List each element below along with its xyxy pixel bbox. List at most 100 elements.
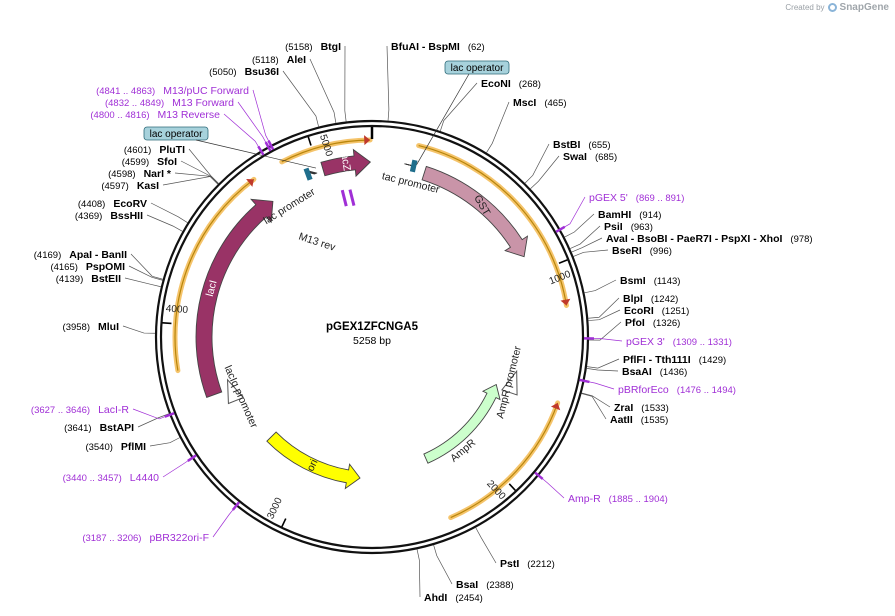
site-label: (4369)BssHII [75, 210, 143, 222]
site-alei[interactable]: (5118)AleI [252, 54, 306, 66]
feature-laci[interactable]: lacI [195, 198, 274, 399]
position-text: (1533) [641, 403, 668, 414]
site-bsshii[interactable]: (4369)BssHII [75, 210, 143, 222]
lac-operator-label[interactable]: lac operator [416, 60, 510, 165]
site-mlui[interactable]: (3958)MluI [63, 321, 120, 333]
site-bamhi[interactable]: BamHI(914) [598, 209, 661, 221]
primer-pgex-5[interactable]: pGEX 5'(869 .. 891) [589, 192, 684, 204]
orange-arc-arrowhead-0 [364, 135, 371, 146]
operator-text: lac operator [451, 63, 504, 74]
site-pfoi[interactable]: PfoI(1326) [625, 317, 680, 329]
position-text: (4169) [34, 250, 61, 261]
site-ahdi[interactable]: AhdI(2454) [424, 592, 483, 604]
site-bseri[interactable]: BseRI(996) [612, 245, 672, 257]
site-swai[interactable]: SwaI(685) [563, 151, 617, 163]
leader-line [569, 225, 601, 249]
leader-line [586, 368, 619, 372]
primer-pbr322ori-f[interactable]: (3187 .. 3206)pBR322ori-F [82, 532, 209, 544]
plasmid-backbone [154, 119, 590, 555]
leader-line [584, 279, 617, 294]
feature-lacz[interactable]: lacZα [320, 148, 372, 178]
site-label: BseRI(996) [612, 245, 672, 257]
primer-m13-puc-forward[interactable]: (4841 .. 4863)M13/pUC Forward [96, 85, 249, 97]
primer-m13-reverse[interactable]: (4800 .. 4816)M13 Reverse [90, 109, 220, 121]
lac-operator-label[interactable]: lac operator [143, 126, 317, 169]
leader-line [588, 321, 622, 341]
leader-line [581, 392, 611, 408]
name-text: BstAPI [100, 422, 135, 434]
feature-laciq-promoter[interactable]: lacIq promoter [222, 364, 260, 431]
primer-mark [264, 141, 272, 152]
site-avai-bsobi-paer7i-pspxi-xhoi[interactable]: AvaI - BsoBI - PaeR7I - PspXI - XhoI(978… [606, 233, 813, 245]
primer-pbrforeco[interactable]: pBRforEco(1476 .. 1494) [618, 384, 736, 396]
site-nari[interactable]: (4598)NarI * [108, 168, 172, 180]
primer-mark [187, 454, 197, 462]
site-bsmi[interactable]: BsmI(1143) [620, 275, 680, 287]
m13-rev-primer-mark [348, 189, 356, 207]
feature-ori[interactable]: ori [266, 431, 361, 490]
site-ecorv[interactable]: (4408)EcoRV [78, 198, 147, 210]
name-text: MscI [513, 97, 536, 109]
site-pspomi[interactable]: (4165)PspOMI [50, 261, 125, 273]
site-zrai[interactable]: ZraI(1533) [614, 402, 669, 414]
primer-pgex-3[interactable]: pGEX 3'(1309 .. 1331) [626, 336, 732, 348]
site-bstbi[interactable]: BstBI(655) [553, 139, 611, 151]
backbone-outer-ring [154, 119, 590, 555]
site-msci[interactable]: MscI(465) [513, 97, 567, 109]
name-text: AvaI - BsoBI - PaeR7I - PspXI - XhoI [606, 233, 782, 245]
primer-m13-forward[interactable]: (4832 .. 4849)M13 Forward [105, 97, 234, 109]
site-pflmi[interactable]: (3540)PflMI [85, 441, 146, 453]
site-apai-banii[interactable]: (4169)ApaI - BanII [34, 249, 127, 261]
site-kasi[interactable]: (4597)KasI [101, 180, 159, 192]
name-text: pGEX 3' [626, 336, 665, 348]
name-text: PstI [500, 558, 519, 570]
site-bsu36i[interactable]: (5050)Bsu36I [209, 66, 279, 78]
site-psti[interactable]: PstI(2212) [500, 558, 555, 570]
name-text: AleI [287, 54, 306, 66]
primer-l4440[interactable]: (3440 .. 3457)L4440 [63, 472, 160, 484]
leader-line [174, 172, 219, 185]
primer-label: (4832 .. 4849)M13 Forward [105, 97, 234, 109]
feature-ampr[interactable]: AmpR [423, 383, 501, 465]
site-bsteii[interactable]: (4139)BstEII [56, 273, 121, 285]
primer-mark [231, 501, 241, 511]
name-text: BtgI [321, 41, 341, 53]
feature-ampr-promoter[interactable]: AmpR promoter [494, 344, 524, 419]
site-btgi[interactable]: (5158)BtgI [285, 41, 341, 53]
position-text: (4800 .. 4816) [90, 110, 149, 121]
orange-arc-arrowhead-2 [550, 402, 561, 411]
primer-amp-r[interactable]: Amp-R(1885 .. 1904) [568, 493, 668, 505]
primer-mark [257, 145, 265, 156]
site-bfuai-bspmi[interactable]: BfuAI - BspMI(62) [391, 41, 485, 53]
leader-line [416, 549, 421, 598]
site-sfoi[interactable]: (4599)SfoI [122, 156, 177, 168]
snapgene-logo-icon [827, 3, 837, 12]
site-pluti[interactable]: (4601)PluTI [124, 144, 185, 156]
primer-label: (3627 .. 3646)LacI-R [31, 404, 129, 416]
position-text: (1885 .. 1904) [609, 494, 668, 505]
feature-lac-promoter[interactable]: lac promoter [261, 167, 318, 227]
orange-arc-core-0 [281, 139, 371, 163]
name-text: BstBI [553, 139, 581, 151]
primer-label: (4800 .. 4816)M13 Reverse [90, 109, 220, 121]
site-aatii[interactable]: AatII(1535) [610, 414, 668, 426]
primer-mark [267, 140, 275, 151]
site-bsaai[interactable]: BsaAI(1436) [622, 366, 687, 378]
operator-box [444, 60, 510, 75]
primer-laci-r[interactable]: (3627 .. 3646)LacI-R [31, 404, 129, 416]
site-ecori[interactable]: EcoRI(1251) [624, 305, 689, 317]
site-bstapi[interactable]: (3641)BstAPI [64, 422, 134, 434]
name-text: BstEII [91, 273, 121, 285]
site-pflfi-tth111i[interactable]: PflFI - Tth111I(1429) [623, 354, 726, 366]
leader-line [124, 277, 161, 288]
leader-line [475, 527, 497, 564]
site-label: (3641)BstAPI [64, 422, 134, 434]
position-text: (4832 .. 4849) [105, 98, 164, 109]
site-econi[interactable]: EcoNI(268) [481, 78, 541, 90]
operator-block [303, 167, 313, 181]
site-bsai[interactable]: BsaI(2388) [456, 579, 514, 591]
site-blpi[interactable]: BlpI(1242) [623, 293, 678, 305]
site-psii[interactable]: PsiI(963) [604, 221, 653, 233]
site-label: EcoNI(268) [481, 78, 541, 90]
site-label: (4139)BstEII [56, 273, 121, 285]
